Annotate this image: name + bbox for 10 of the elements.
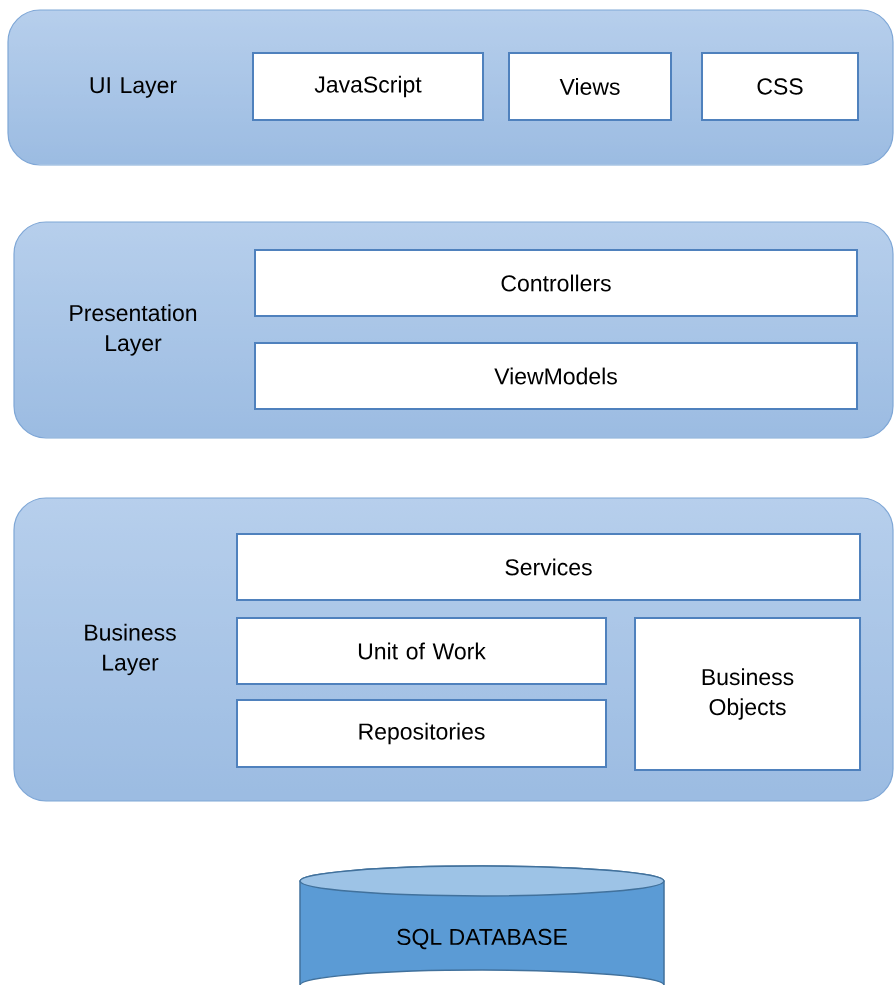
component-box: Views: [508, 52, 672, 121]
component-box: Business Objects: [634, 617, 861, 771]
database-cylinder: SQL DATABASE: [299, 865, 665, 986]
component-box: Services: [236, 533, 861, 601]
component-box: Controllers: [254, 249, 858, 317]
component-box: Repositories: [236, 699, 607, 768]
component-box: CSS: [701, 52, 859, 121]
component-box: Unit of Work: [236, 617, 607, 685]
component-box: ViewModels: [254, 342, 858, 410]
component-box: JavaScript: [252, 52, 484, 121]
